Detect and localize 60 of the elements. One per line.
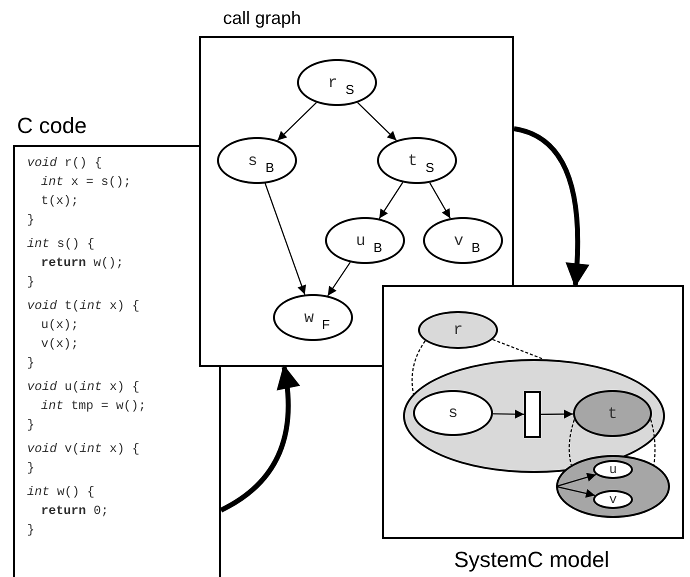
subscript-label: B: [471, 240, 480, 255]
code-line: }: [27, 460, 35, 476]
code-line: void t(int x) {: [27, 298, 140, 314]
process-ellipse: [573, 390, 652, 437]
subscript-label: S: [425, 160, 434, 175]
node-label: w: [304, 308, 314, 326]
channel-box: [524, 391, 541, 438]
curved-arrow: [220, 364, 300, 512]
code-line: void u(int x) {: [27, 379, 140, 395]
code-line: }: [27, 212, 35, 228]
code-line: void v(int x) {: [27, 441, 140, 457]
arrow: [378, 182, 404, 219]
arrow: [429, 182, 451, 218]
code-line: int w() {: [27, 484, 95, 500]
code-line: int x = s();: [41, 174, 132, 190]
arrow: [556, 472, 596, 488]
code-line: }: [27, 522, 35, 538]
node-label: t: [608, 404, 618, 422]
node-label: s: [448, 404, 458, 422]
code-line: t(x);: [41, 193, 79, 209]
curved-arrow: [513, 126, 589, 288]
node-label: r: [453, 321, 463, 339]
process-ellipse: [593, 490, 633, 509]
node-label: u: [356, 232, 366, 250]
arrow: [277, 102, 317, 141]
code-line: }: [27, 274, 35, 290]
panel-title: C code: [17, 113, 87, 139]
code-line: return w();: [41, 255, 124, 271]
subscript-label: S: [345, 82, 354, 97]
code-line: int tmp = w();: [41, 398, 146, 414]
arrow: [264, 183, 306, 295]
code-line: void r() {: [27, 155, 102, 171]
arrow: [492, 410, 524, 419]
code-line: u(x);: [41, 317, 79, 333]
subscript-label: F: [322, 317, 330, 332]
arrow: [541, 410, 573, 419]
node-label: u: [609, 462, 617, 477]
node-label: s: [248, 152, 258, 170]
panel-title: SystemC model: [454, 547, 610, 573]
subscript-label: B: [373, 240, 382, 255]
code-line: int s() {: [27, 236, 95, 252]
node-label: r: [328, 74, 338, 92]
code-line: return 0;: [41, 503, 109, 519]
panel-title: call graph: [223, 8, 302, 29]
arrow: [357, 102, 397, 141]
node-label: v: [609, 492, 617, 507]
code-line: v(x);: [41, 336, 79, 352]
code-line: }: [27, 417, 35, 433]
dashed-line: [650, 419, 656, 465]
code-line: }: [27, 355, 35, 371]
dashed-line: [568, 419, 575, 466]
node-label: v: [454, 232, 464, 250]
process-ellipse: [413, 390, 493, 436]
dashed-line: [412, 340, 426, 394]
process-ellipse: [593, 460, 633, 479]
subscript-label: B: [265, 160, 274, 175]
dashed-line: [492, 338, 544, 360]
arrow: [327, 262, 351, 296]
arrow: [556, 486, 596, 498]
node-label: t: [408, 152, 418, 170]
